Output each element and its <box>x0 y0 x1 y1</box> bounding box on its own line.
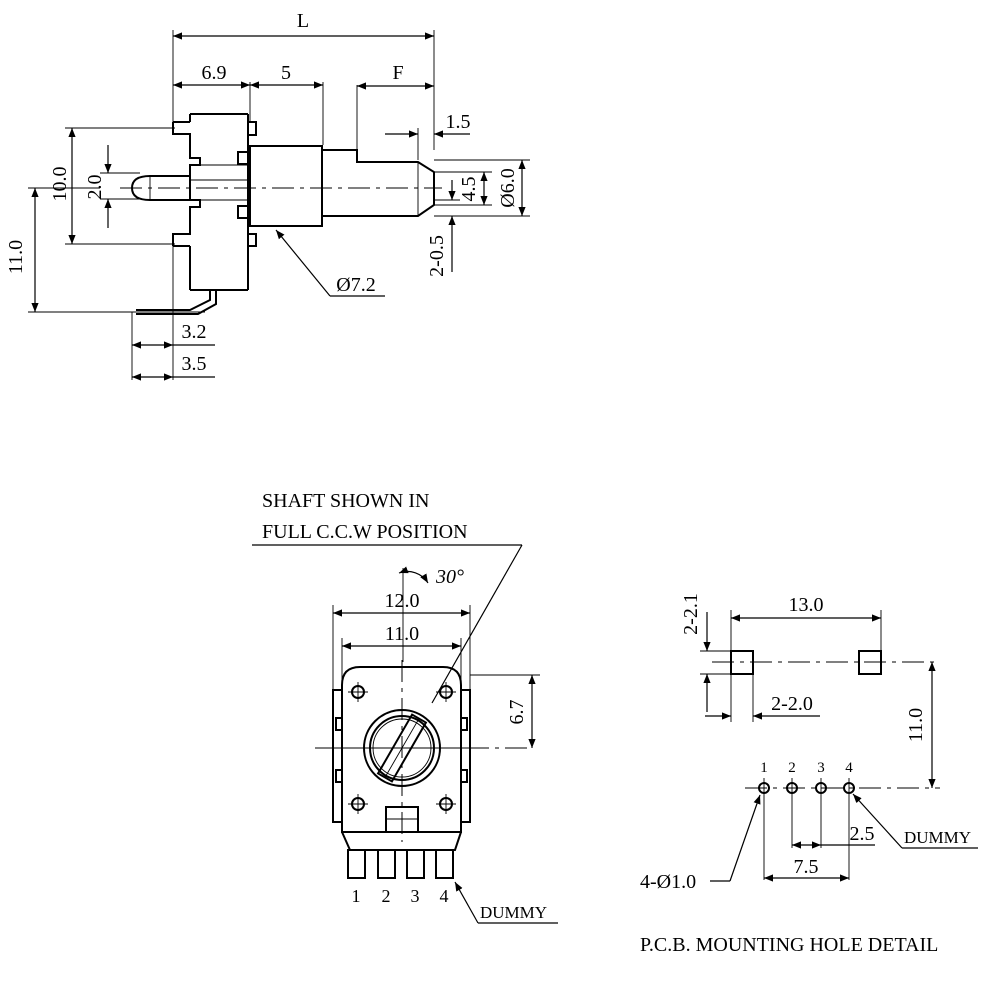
terminal-3 <box>406 849 425 879</box>
dim-label-3-2: 3.2 <box>182 321 207 343</box>
dim-label-1-5: 1.5 <box>446 111 471 133</box>
dummy-label-pcb: DUMMY <box>904 828 971 847</box>
dim-label-6-7: 6.7 <box>506 700 528 725</box>
dim-label-2-5: 2.5 <box>850 823 875 845</box>
dummy-label-front: DUMMY <box>480 903 547 922</box>
dim-label-11-0: 11.0 <box>5 240 27 274</box>
dim-label-2-2-0: 2-2.0 <box>771 693 813 715</box>
pot-body-front <box>332 666 471 879</box>
hole-number-2: 2 <box>788 760 796 776</box>
dim-label-F: F <box>392 62 403 84</box>
pin-number-4: 4 <box>440 886 449 906</box>
hole-number-3: 3 <box>817 760 825 776</box>
dim-label-d6-0: Ø6.0 <box>497 168 519 207</box>
pot-body-side <box>130 113 257 315</box>
dim-label-2-0: 2.0 <box>84 175 106 200</box>
dim-label-d7-2: Ø7.2 <box>336 274 375 296</box>
dim-label-6-9: 6.9 <box>202 62 227 84</box>
pcb-caption: P.C.B. MOUNTING HOLE DETAIL <box>640 934 938 956</box>
pin-number-1: 1 <box>352 886 361 906</box>
dim-label-7-5: 7.5 <box>794 856 819 878</box>
angle-label: 30° <box>435 566 464 588</box>
dim-label-2-2-1: 2-2.1 <box>680 593 702 635</box>
front-view: SHAFT SHOWN IN FULL C.C.W POSITION 30° 1… <box>252 490 558 924</box>
hole-number-1: 1 <box>760 760 768 776</box>
note-line-2: FULL C.C.W POSITION <box>262 521 468 543</box>
terminal-4 <box>435 849 454 879</box>
dim-label-11-0-pcb: 11.0 <box>905 708 927 742</box>
side-view: L 6.9 5 F 1.5 10.0 2.0 11.0 <box>5 10 530 381</box>
note-line-1: SHAFT SHOWN IN <box>262 490 429 512</box>
hole-number-4: 4 <box>845 760 853 776</box>
dim-label-L: L <box>297 10 309 32</box>
terminal-1 <box>347 849 366 879</box>
pcb-view: 2-2.1 13.0 2-2.0 11.0 1 2 3 4 <box>640 593 978 956</box>
dim-label-11-0-front: 11.0 <box>385 623 419 645</box>
dim-label-4-5: 4.5 <box>458 177 480 202</box>
holes-label: 4-Ø1.0 <box>640 871 696 893</box>
bushing-side <box>249 145 323 227</box>
dim-label-12-0: 12.0 <box>385 590 420 612</box>
shaft-side <box>322 149 435 217</box>
dim-label-5: 5 <box>281 62 291 84</box>
dim-label-3-5: 3.5 <box>182 353 207 375</box>
dim-label-2-0-5: 2-0.5 <box>426 235 448 277</box>
pin-number-3: 3 <box>411 886 420 906</box>
dim-label-10-0: 10.0 <box>49 167 71 202</box>
terminal-2 <box>377 849 396 879</box>
pin-number-2: 2 <box>382 886 391 906</box>
dim-label-13-0: 13.0 <box>789 594 824 616</box>
